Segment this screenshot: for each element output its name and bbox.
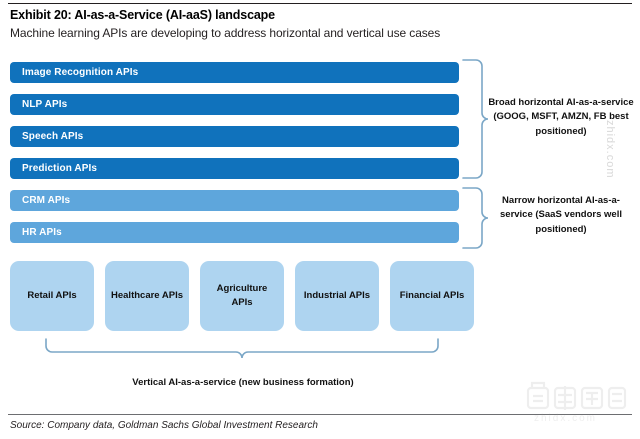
annotation-vertical: Vertical AI-as-a-service (new business f… [132,377,354,388]
bar-nlp-apis: NLP APIs [10,94,459,115]
bar-label: Image Recognition APIs [22,67,139,78]
annotation-broad-horizontal: Broad horizontal AI-as-a-service (GOOG, … [488,97,634,137]
page-subtitle: Machine learning APIs are developing to … [10,26,441,40]
bar-label: CRM APIs [22,195,71,206]
brace-narrow-icon [462,187,489,249]
card-label: Retail APIs [27,290,77,302]
bar-label: NLP APIs [22,99,68,110]
bar-prediction-apis: Prediction APIs [10,158,459,179]
page-title: Exhibit 20: AI-as-a-Service (AI-aaS) lan… [10,8,275,22]
source-note: Source: Company data, Goldman Sachs Glob… [10,420,318,431]
source-divider [8,414,632,415]
card-retail-apis: Retail APIs [10,261,94,331]
card-financial-apis: Financial APIs [390,261,474,331]
card-label: Healthcare APIs [111,290,183,302]
bar-hr-apis: HR APIs [10,222,459,243]
bar-speech-apis: Speech APIs [10,126,459,147]
card-agriculture-apis: Agriculture APIs [200,261,284,331]
brace-vertical-icon [45,338,439,359]
card-healthcare-apis: Healthcare APIs [105,261,189,331]
brace-broad-icon [462,59,489,179]
annotation-narrow-horizontal: Narrow horizontal AI-as-a-service (SaaS … [500,195,622,235]
bar-crm-apis: CRM APIs [10,190,459,211]
top-divider [8,3,632,4]
bar-image-recognition-apis: Image Recognition APIs [10,62,459,83]
card-label: Financial APIs [399,290,465,302]
card-label: Agriculture APIs [216,283,268,308]
watermark-logo-icon: zhidx.com [526,381,627,424]
card-label: Industrial APIs [303,290,371,302]
bar-label: Prediction APIs [22,163,98,174]
card-industrial-apis: Industrial APIs [295,261,379,331]
bar-label: HR APIs [22,227,62,238]
bar-label: Speech APIs [22,131,84,142]
